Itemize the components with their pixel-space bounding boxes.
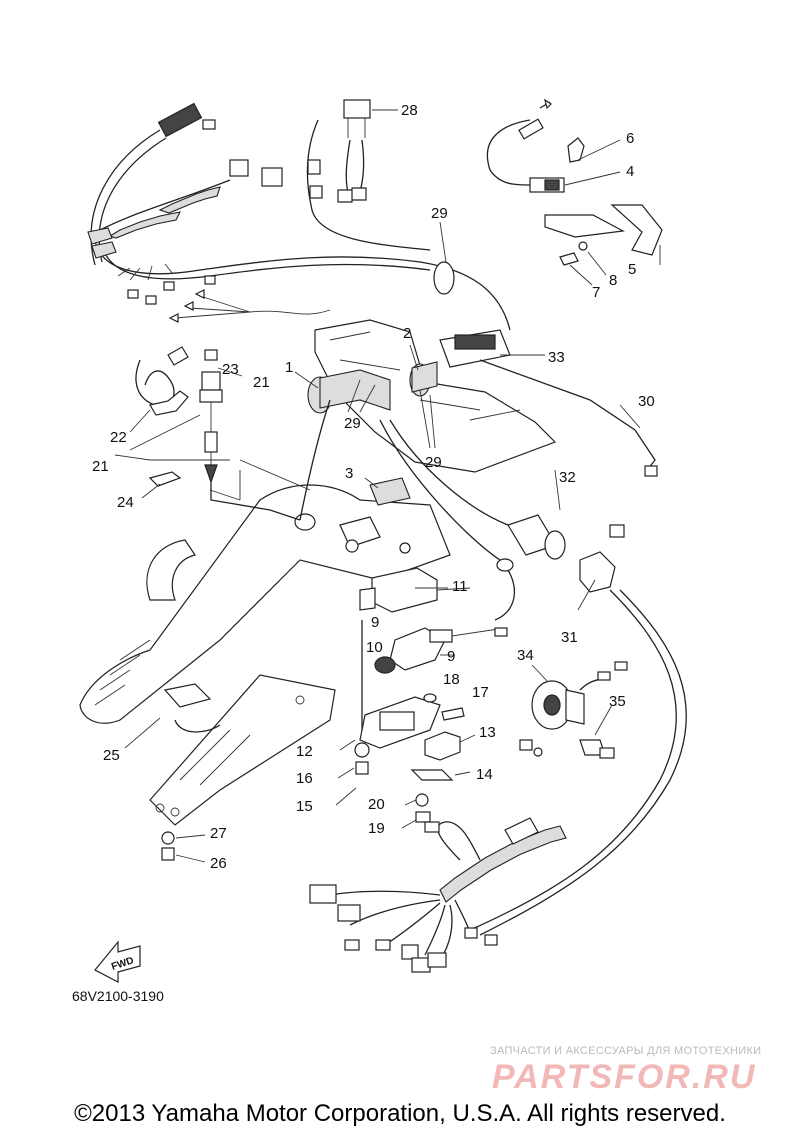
parts-30-to-32-cables [379, 419, 687, 936]
diagram-code: 68V2100-3190 [72, 988, 164, 1004]
callout-1: 1 [285, 359, 293, 376]
callout-22: 22 [110, 429, 127, 446]
callout-26: 26 [210, 855, 227, 872]
callout-6: 6 [626, 130, 634, 147]
callout-9a: 9 [371, 614, 379, 631]
parts-4-to-8-sensor-bracket [486, 98, 663, 286]
copyright-notice: ©2013 Yamaha Motor Corporation, U.S.A. A… [74, 1100, 726, 1127]
callout-31: 31 [561, 629, 578, 646]
callout-10: 10 [366, 639, 383, 656]
watermark-subtitle: ЗАПЧАСТИ И АКСЕССУАРЫ ДЛЯ МОТОТЕХНИКИ [490, 1045, 762, 1057]
callout-21b: 21 [92, 458, 109, 475]
upper-wire-harness [87, 102, 511, 331]
callout-labels: 1 2 3 4 5 6 7 8 9 9 10 11 12 13 14 15 16… [92, 102, 655, 872]
callout-29c: 29 [425, 454, 442, 471]
callout-27: 27 [210, 825, 227, 842]
callout-21a: 21 [253, 374, 270, 391]
callout-9b: 9 [447, 648, 455, 665]
callout-15: 15 [296, 798, 313, 815]
callout-17: 17 [472, 684, 489, 701]
parts-34-35 [519, 661, 628, 759]
tiller-handle [79, 399, 451, 724]
callout-29b: 29 [344, 415, 361, 432]
callout-29a: 29 [431, 205, 448, 222]
callout-19: 19 [368, 820, 385, 837]
callout-23: 23 [222, 361, 239, 378]
callout-32: 32 [559, 469, 576, 486]
parts-25-to-27-bottom-plate [124, 674, 336, 863]
grommets-and-switch [294, 329, 658, 477]
callout-28: 28 [401, 102, 418, 119]
callout-11: 11 [452, 578, 468, 595]
callout-7: 7 [592, 284, 600, 301]
callout-13: 13 [479, 724, 496, 741]
lower-wire-harness [309, 817, 567, 973]
callout-2: 2 [403, 325, 411, 342]
callout-14: 14 [476, 766, 493, 783]
callout-25: 25 [103, 747, 120, 764]
callout-12: 12 [296, 743, 313, 760]
callout-8: 8 [609, 272, 617, 289]
callout-33: 33 [548, 349, 565, 366]
watermark-logo: PARTSFOR.RU [492, 1058, 757, 1096]
callout-24: 24 [117, 494, 134, 511]
callout-5: 5 [628, 261, 636, 278]
callout-16: 16 [296, 770, 313, 787]
part-28-connector [306, 99, 431, 251]
callout-34: 34 [517, 647, 534, 664]
callout-35: 35 [609, 693, 626, 710]
part-3-label [364, 477, 411, 506]
part-29-clamp-upper [433, 221, 455, 295]
parts-9-to-20-components [335, 567, 508, 829]
callout-3: 3 [345, 465, 353, 482]
callout-20: 20 [368, 796, 385, 813]
fwd-arrow: FWD [94, 940, 141, 983]
callout-18: 18 [443, 671, 460, 688]
callout-30: 30 [638, 393, 655, 410]
parts-21-to-24-stop-switch [114, 346, 301, 521]
callout-4: 4 [626, 163, 634, 180]
